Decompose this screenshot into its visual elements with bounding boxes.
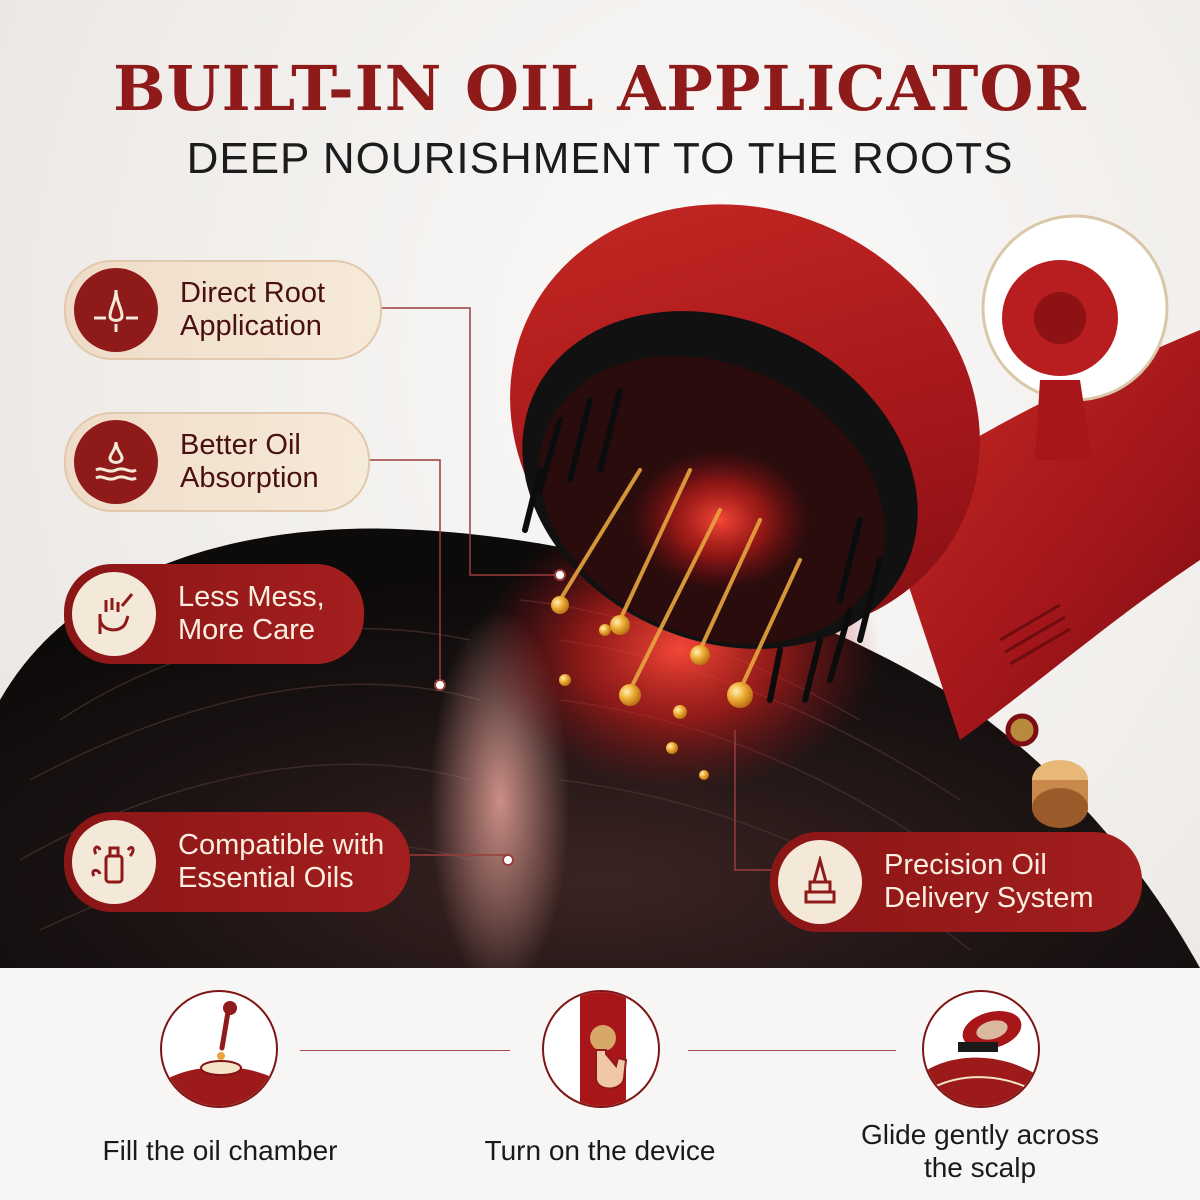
feature-precision-delivery: Precision Oil Delivery System: [770, 832, 1142, 932]
page-subtitle: DEEP NOURISHMENT TO THE ROOTS: [186, 134, 1014, 183]
step-glide-circle: [922, 990, 1040, 1108]
oil-streams: [558, 468, 802, 692]
feature-direct-root: Direct Root Application: [64, 260, 382, 360]
oil-inlet: [1005, 713, 1039, 747]
oil-cap: [1032, 760, 1088, 828]
feature-label: Direct Root Application: [180, 277, 326, 342]
callout-lines: [370, 307, 775, 871]
feature-label: Less Mess, More Care: [178, 581, 325, 646]
power-button-press-icon: [580, 992, 628, 1106]
oil-absorption-icon: [74, 420, 158, 504]
feature-label: Better Oil Absorption: [180, 429, 319, 494]
feature-label: Precision Oil Delivery System: [884, 849, 1094, 914]
oil-drops: [551, 596, 753, 780]
hand-dropper-icon: [72, 572, 156, 656]
feature-better-absorption: Better Oil Absorption: [64, 412, 370, 512]
step-connector-1: [300, 1050, 510, 1051]
feature-essential-oils: Compatible with Essential Oils: [64, 812, 410, 912]
step-label-fill: Fill the oil chamber: [102, 1135, 338, 1166]
hair-root-icon: [74, 268, 158, 352]
callout-dot-3: [502, 854, 514, 866]
handle-vents: [999, 603, 1071, 666]
device-button-inset: [981, 214, 1169, 460]
step-power-circle: [542, 990, 660, 1108]
feature-label: Compatible with Essential Oils: [178, 829, 385, 894]
step-fill-circle: [160, 990, 278, 1108]
step-label-glide: Glide gently across the scalp: [860, 1119, 1100, 1183]
step-label-power: Turn on the device: [484, 1135, 716, 1166]
nozzle-icon: [778, 840, 862, 924]
step-connector-2: [688, 1050, 896, 1051]
red-led: [630, 450, 810, 590]
brush-handle: [880, 330, 1200, 740]
dropper-fill-icon: [162, 1001, 276, 1106]
callout-dot-2: [434, 679, 446, 691]
brush-glide-icon: [924, 1010, 1038, 1106]
feature-less-mess: Less Mess, More Care: [64, 564, 364, 664]
brush-bristles: [522, 387, 883, 703]
essential-oil-bottle-icon: [72, 820, 156, 904]
page-title: BUILT-IN OIL APPLICATOR: [113, 52, 1087, 125]
callout-dot-1: [554, 569, 566, 581]
